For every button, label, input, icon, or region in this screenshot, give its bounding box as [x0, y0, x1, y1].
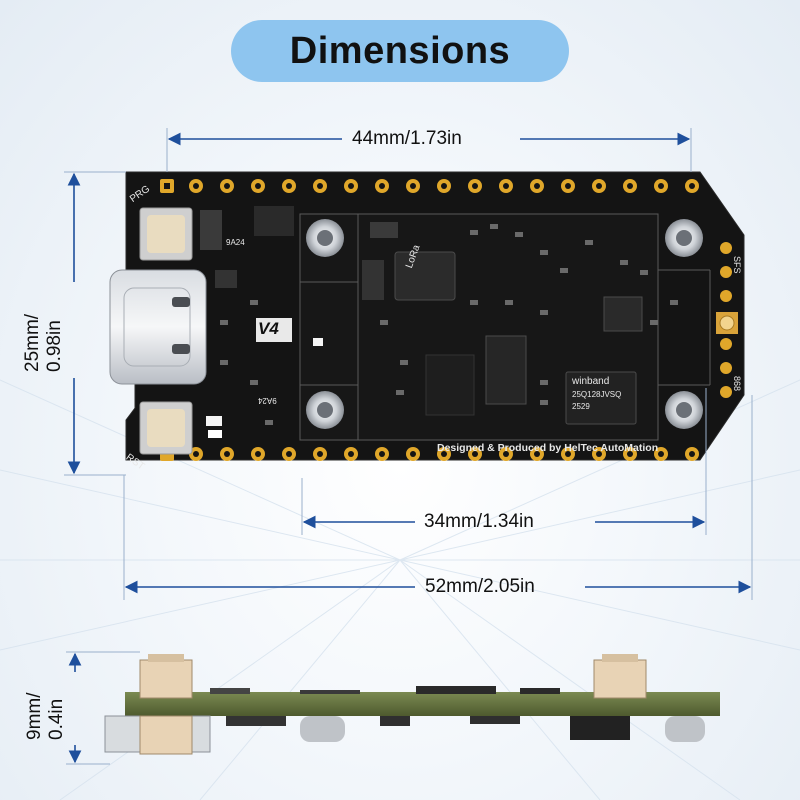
version-label: V4 — [258, 319, 279, 338]
side-pins — [720, 242, 732, 398]
total-length-label: 52mm/2.05in — [425, 576, 535, 597]
lora-chip — [394, 251, 456, 301]
page-title: Dimensions — [289, 29, 511, 72]
chips — [200, 206, 643, 425]
flash-chip-code: 2529 — [572, 402, 590, 411]
board-length-label: 44mm/1.73in — [352, 128, 462, 149]
title-pill: Dimensions — [231, 20, 569, 82]
small-code-2: 9A24 — [258, 396, 277, 405]
leds — [206, 338, 323, 438]
antenna-connector — [716, 312, 738, 334]
board-width-label-line2: 0.98in — [44, 320, 65, 372]
side-mark-bottom: 868 — [732, 376, 742, 392]
prg-button — [139, 207, 193, 261]
rst-button — [139, 401, 193, 455]
flash-chip-brand: winband — [572, 376, 610, 387]
pin-header-top — [160, 179, 699, 193]
credit-text: Designed & Produced by HelTec AutoMation — [437, 442, 659, 454]
height-label-line1: 9mm/ — [24, 692, 45, 741]
flash-chip-part: 25Q128JVSQ — [572, 390, 622, 399]
flash-chip — [565, 371, 637, 425]
dimension-lines — [64, 128, 753, 765]
height-label-line2: 0.4in — [46, 698, 67, 740]
version-badge — [256, 318, 292, 342]
pcb-top-view — [109, 171, 745, 461]
background-rays — [0, 379, 800, 800]
side-mark-top: SFS — [732, 256, 742, 274]
pcb-side-view — [104, 654, 720, 755]
small-code-1: 9A24 — [226, 238, 245, 247]
inner-length-label: 34mm/1.34in — [424, 511, 534, 532]
usb-c-connector — [109, 269, 207, 385]
mounting-holes — [306, 219, 703, 429]
board-width-label-line1: 25mm/ — [22, 313, 43, 372]
